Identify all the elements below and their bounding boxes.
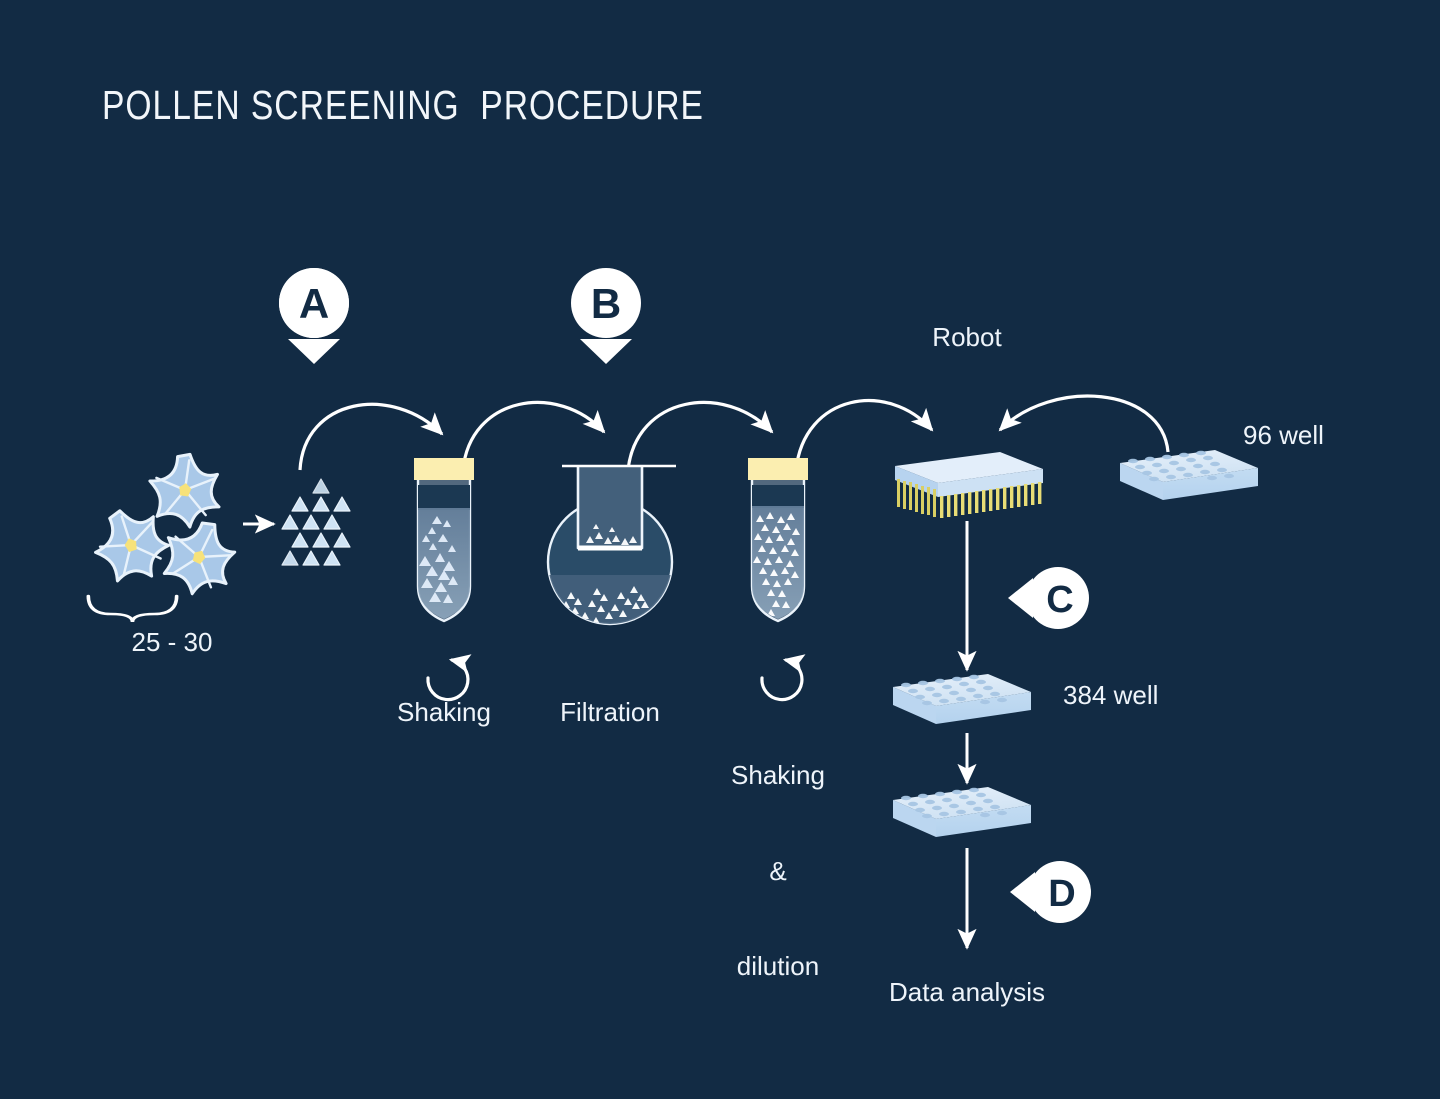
plate-wells xyxy=(901,787,1007,819)
plate-384-well-a xyxy=(893,674,1031,724)
shaking-label: Shaking xyxy=(397,697,491,727)
filtration-flask xyxy=(546,464,676,626)
arc-plate96-to-robot xyxy=(998,394,1170,453)
marker-pin-a[interactable]: A xyxy=(278,268,349,364)
shaking-dilution-rotation-icon xyxy=(760,654,806,702)
plate-96-well-label: 96 well xyxy=(1243,420,1324,450)
robot-pipette-head xyxy=(895,452,1043,518)
plate-wells xyxy=(1128,450,1234,482)
plate-384-well-label: 384 well xyxy=(1063,680,1159,710)
marker-a-label: A xyxy=(299,280,329,327)
marker-d-label: D xyxy=(1048,873,1075,915)
flower-icon xyxy=(94,509,171,583)
shaking-dilution-line2: & xyxy=(769,855,787,886)
filtration-label: Filtration xyxy=(560,697,660,727)
arc-tube1-to-flask xyxy=(461,400,606,471)
shaking-dilution-line1: Shaking xyxy=(731,760,825,791)
flower-count-label: 25 - 30 xyxy=(131,627,213,657)
plate-384-well-b xyxy=(893,787,1031,837)
marker-b-label: B xyxy=(591,280,621,327)
flower-count-brace xyxy=(86,594,179,623)
test-tube-shaking xyxy=(414,458,474,623)
flower-icon xyxy=(148,452,221,529)
tube-cap-icon xyxy=(414,458,474,480)
flower-icon xyxy=(162,521,237,596)
marker-pin-d[interactable]: D xyxy=(1010,861,1091,923)
robot-label: Robot xyxy=(932,322,1002,352)
shaking-dilution-label: Shaking & dilution xyxy=(731,697,825,1046)
marker-c-label: C xyxy=(1046,579,1073,621)
test-tube-dilution xyxy=(748,458,808,623)
tube-cap-icon xyxy=(748,458,808,480)
plate-96-well xyxy=(1120,450,1258,500)
flow-arcs xyxy=(298,394,1170,471)
shaking-dilution-line3: dilution xyxy=(736,950,820,981)
plate-wells xyxy=(901,674,1007,706)
page-title: POLLEN SCREENING PROCEDURE xyxy=(102,82,704,128)
marker-pin-c[interactable]: C xyxy=(1008,567,1089,629)
arc-anthers-to-tube1 xyxy=(298,402,444,471)
arc-tube2-to-robot xyxy=(794,399,934,471)
pipette-tips-icon xyxy=(897,479,1042,518)
arc-flask-to-tube2 xyxy=(626,400,774,471)
shaking-rotation-icon xyxy=(426,654,472,702)
flower-cluster xyxy=(94,452,237,596)
data-analysis-label: Data analysis xyxy=(888,977,1046,1007)
marker-pin-b[interactable]: B xyxy=(571,268,641,364)
anther-cluster xyxy=(281,478,351,566)
